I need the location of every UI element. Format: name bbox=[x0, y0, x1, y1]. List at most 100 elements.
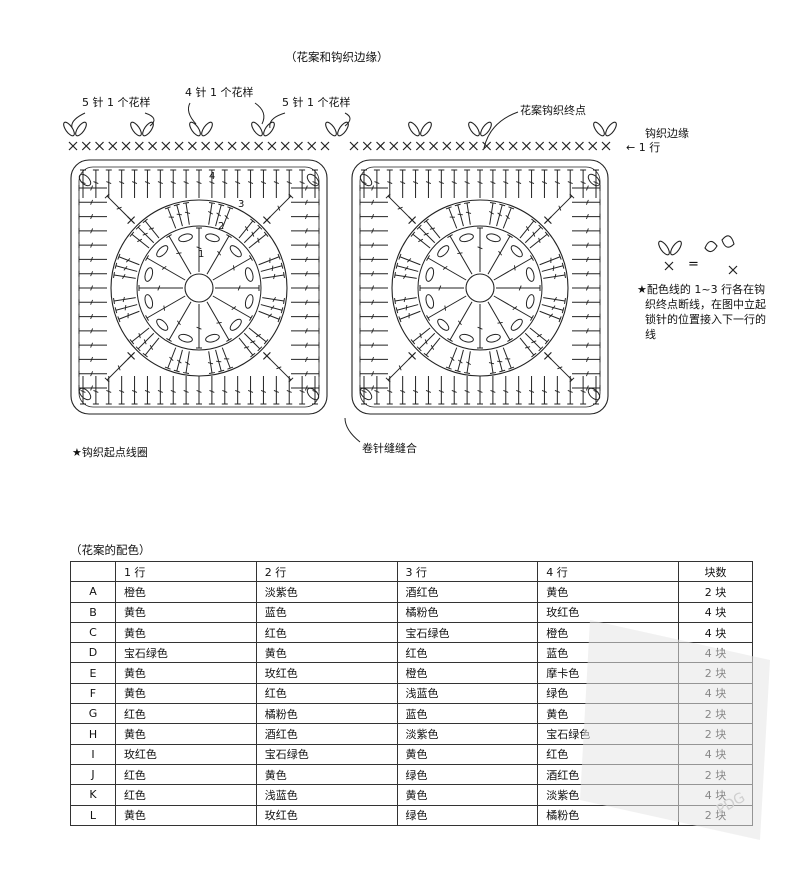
dc-stitch-bar bbox=[518, 285, 522, 291]
dc-stitch-bar bbox=[371, 256, 375, 263]
count-cell: 4 块 bbox=[678, 601, 753, 623]
dc-stitch-bar bbox=[243, 346, 250, 349]
dc-stitch-top bbox=[530, 255, 534, 261]
dc-stitch bbox=[427, 295, 467, 319]
edge-sc-stitch bbox=[254, 141, 264, 151]
row-number-4: 4 bbox=[209, 171, 216, 182]
dc-stitch bbox=[167, 347, 177, 369]
color-cell: 黄色 bbox=[537, 581, 680, 603]
dc-stitch-bar bbox=[312, 181, 318, 185]
dc-stitch-top bbox=[182, 372, 190, 374]
dc-stitch-bar bbox=[304, 271, 308, 277]
dc-stitch-top bbox=[447, 234, 453, 238]
count-cell: 2 块 bbox=[678, 763, 753, 786]
dc-stitch-bar bbox=[304, 342, 308, 348]
dc-stitch-bar bbox=[93, 181, 99, 185]
dc-stitch-top bbox=[226, 338, 232, 342]
chain-stitch bbox=[486, 333, 501, 343]
dc-stitch bbox=[212, 257, 252, 281]
dc-stitch-bar bbox=[585, 285, 589, 291]
dc-stitch-bar bbox=[554, 273, 557, 280]
motif-letter-cell: B bbox=[70, 601, 116, 623]
picot-petal bbox=[468, 121, 480, 137]
dc-stitch-bar bbox=[371, 371, 375, 377]
dc-stitch-bar bbox=[371, 313, 375, 320]
picot-petal bbox=[325, 121, 337, 137]
dc-stitch-bar bbox=[444, 305, 446, 311]
dc-stitch-top bbox=[257, 346, 263, 352]
dc-stitch-bar bbox=[270, 305, 275, 311]
motif-letter-cell: L bbox=[70, 804, 116, 826]
note-line-2: 织终点断线，在图中立起 bbox=[645, 298, 766, 311]
dc-stitch-bar bbox=[541, 181, 548, 185]
dc-stitch-top bbox=[280, 262, 284, 269]
dc-stitch-bar bbox=[233, 265, 235, 271]
dc-stitch-bar bbox=[489, 211, 494, 215]
dc-stitch-bar bbox=[585, 228, 589, 234]
row-number-1: 1 bbox=[198, 249, 205, 260]
color-cell: 蓝色 bbox=[396, 703, 539, 725]
dc-stitch-bar bbox=[106, 181, 112, 185]
dc-stitch-bar bbox=[403, 296, 406, 303]
dc-stitch-bar bbox=[554, 389, 560, 393]
dc-stitch bbox=[208, 202, 213, 225]
dc-stitch bbox=[493, 295, 533, 319]
legend-picot bbox=[704, 240, 718, 253]
dc-stitch-bar bbox=[271, 265, 274, 271]
header-cell: 块数 bbox=[678, 560, 753, 583]
color-cell: 淡紫色 bbox=[537, 784, 680, 806]
dc-stitch-bar bbox=[161, 265, 167, 270]
dc-stitch-bar bbox=[273, 389, 279, 393]
dc-stitch-bar bbox=[371, 242, 375, 248]
color-cell: 红色 bbox=[255, 621, 398, 644]
dc-stitch-bar bbox=[371, 299, 375, 305]
dc-stitch-bar bbox=[465, 211, 472, 214]
chain-stitch bbox=[359, 387, 373, 401]
sc-stitch bbox=[543, 351, 552, 360]
picot-petal bbox=[670, 240, 682, 256]
dc-stitch bbox=[215, 349, 222, 372]
edge-sc-stitch bbox=[174, 141, 184, 151]
dc-stitch-bar bbox=[490, 389, 496, 393]
dc-stitch-top bbox=[263, 339, 269, 345]
picot-petal bbox=[130, 121, 142, 137]
dc-stitch-bar bbox=[231, 306, 237, 311]
dc-stitch-bar bbox=[176, 252, 182, 254]
dc-stitch-top bbox=[508, 206, 515, 210]
dc-stitch-top bbox=[142, 218, 148, 224]
motif-inner-outline bbox=[359, 166, 601, 408]
dc-stitch-top bbox=[129, 339, 135, 345]
dc-stitch-bar bbox=[371, 185, 375, 191]
dc-stitch-top bbox=[561, 262, 565, 269]
dc-stitch bbox=[260, 265, 283, 272]
dc-stitch bbox=[185, 202, 190, 225]
edge-sc-stitch bbox=[442, 141, 452, 151]
dc-stitch-bar bbox=[425, 181, 432, 185]
picot-petal bbox=[480, 121, 492, 137]
note-line-4: 线 bbox=[645, 328, 656, 341]
count-cell: 2 块 bbox=[678, 662, 753, 684]
dc-stitch-top bbox=[395, 262, 399, 269]
dc-stitch-top bbox=[569, 193, 575, 199]
dc-stitch-bar bbox=[557, 366, 563, 370]
color-cell: 黄色 bbox=[114, 662, 257, 684]
dc-stitch-bar bbox=[90, 328, 94, 334]
dc-stitch-bar bbox=[209, 181, 215, 185]
chain-stitch bbox=[359, 173, 373, 187]
motif-letter-cell: K bbox=[70, 784, 116, 806]
dc-stitch-bar bbox=[169, 356, 174, 362]
pointer-line bbox=[144, 112, 155, 127]
dc-stitch-bar bbox=[374, 389, 380, 393]
picot-petal bbox=[658, 240, 670, 256]
dc-stitch-top bbox=[561, 307, 565, 314]
count-cell: 2 块 bbox=[678, 723, 753, 745]
pointer-line bbox=[254, 102, 265, 125]
count-cell: 2 块 bbox=[678, 804, 753, 826]
dc-stitch-bar bbox=[398, 365, 402, 371]
chain-stitch bbox=[178, 333, 193, 343]
dc-stitch-top bbox=[173, 369, 180, 373]
dc-stitch bbox=[449, 301, 473, 341]
dc-stitch bbox=[425, 337, 441, 356]
dc-stitch-bar bbox=[196, 246, 202, 250]
